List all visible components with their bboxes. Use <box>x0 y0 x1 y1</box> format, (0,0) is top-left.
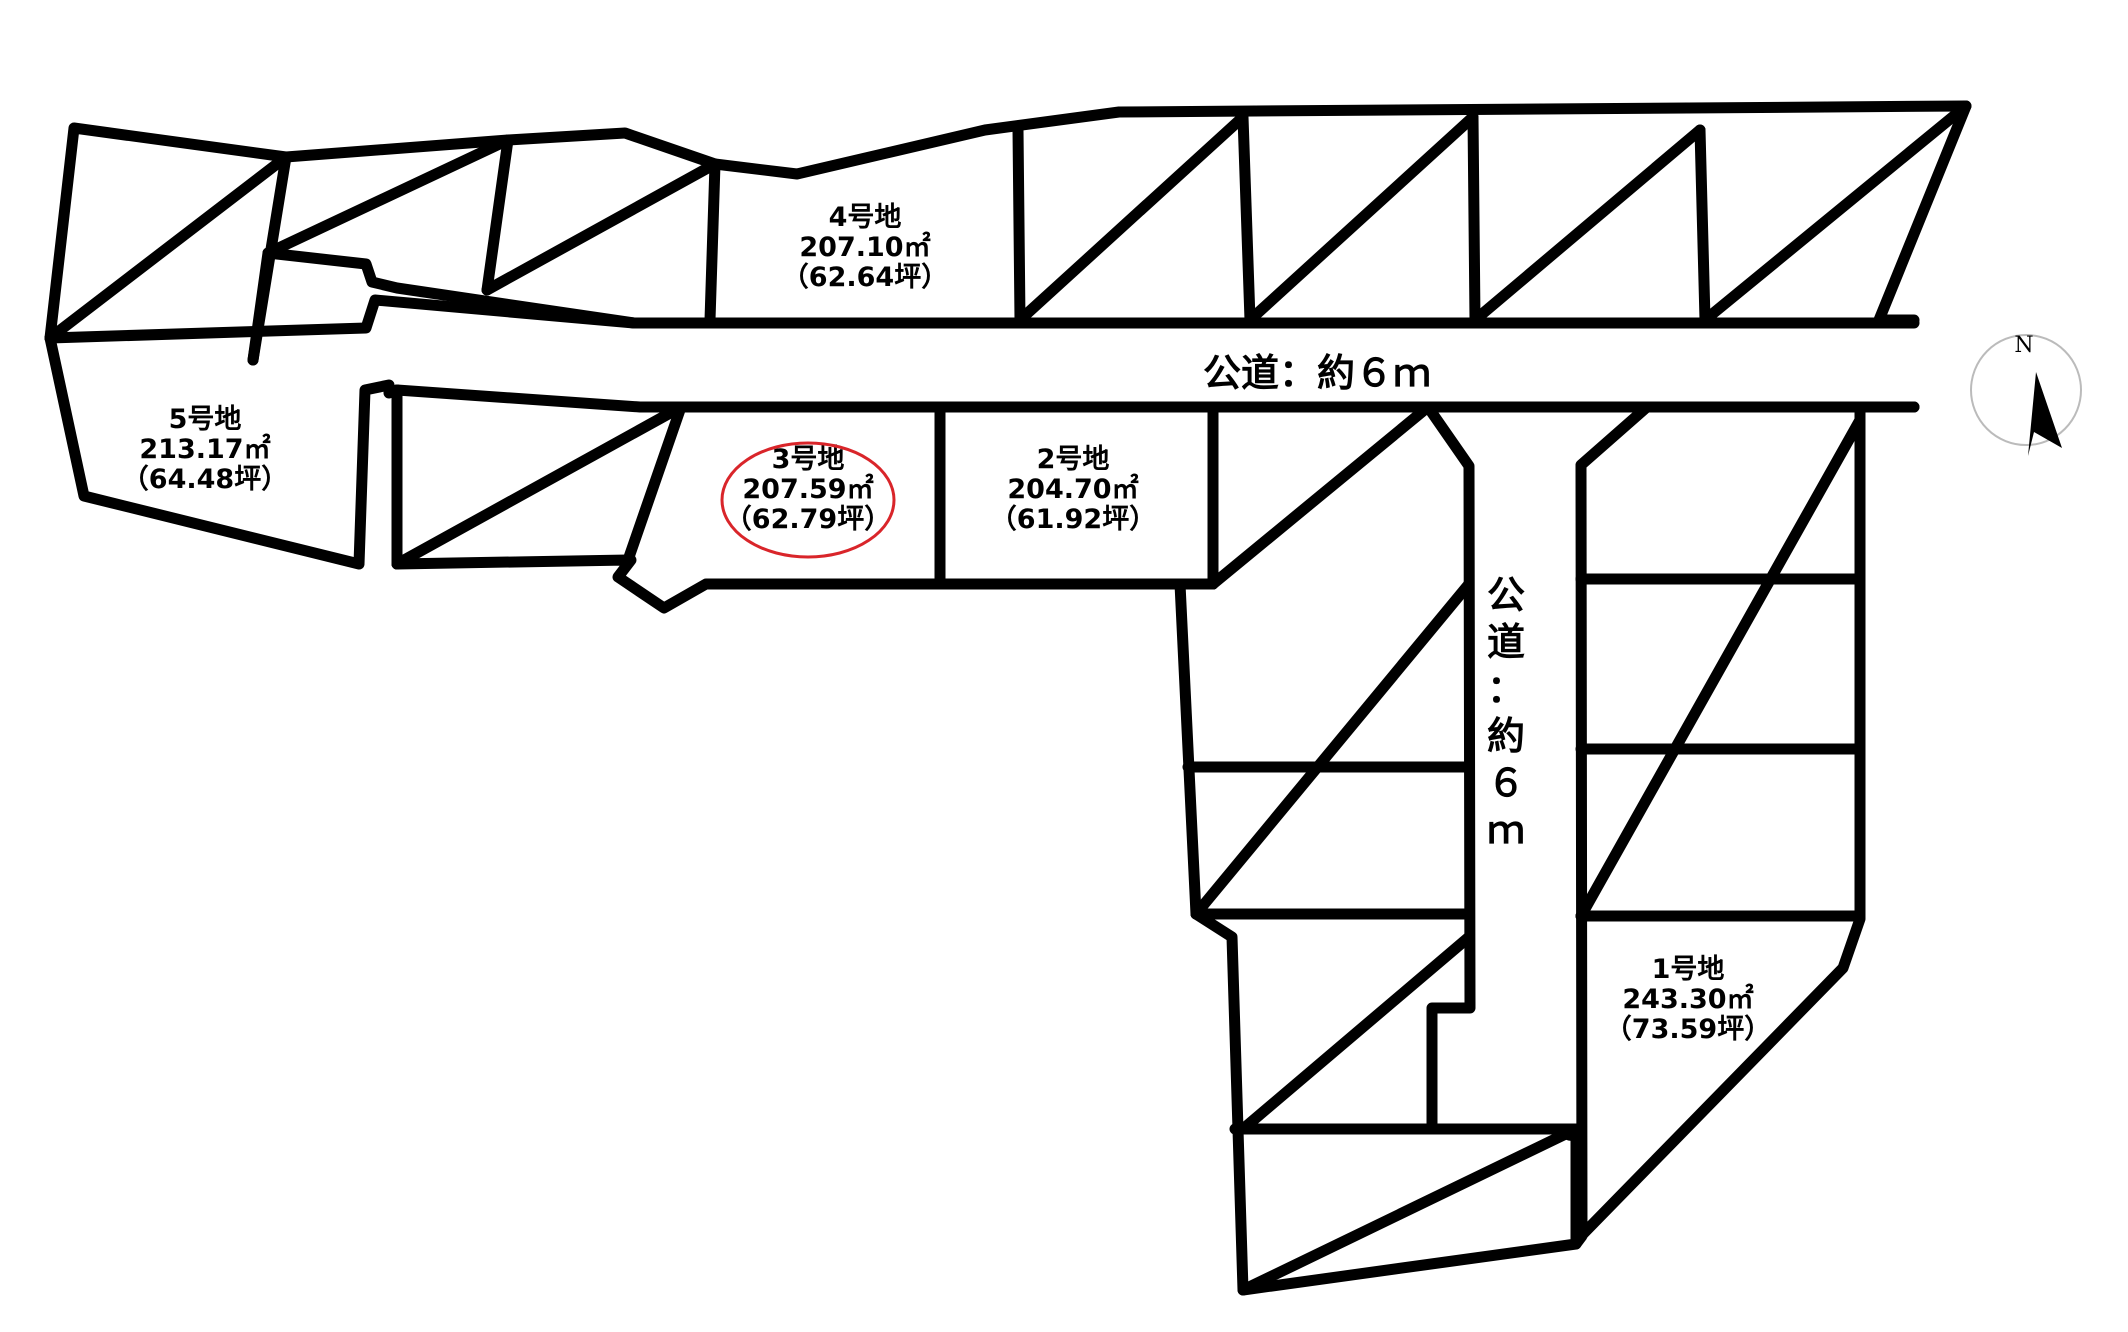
diagonal <box>1190 578 1475 920</box>
diagonal <box>1469 124 1706 326</box>
lot-3-west-edge <box>622 401 687 566</box>
lot-area: 243.30㎡ <box>1622 983 1753 1015</box>
north-arrow-icon <box>2028 372 2062 456</box>
lot-name: 1号地 <box>1652 954 1725 985</box>
road-label-char: 約 <box>1487 714 1525 758</box>
divider <box>1694 124 1711 326</box>
lot-dividers <box>247 111 1866 1135</box>
road-label-char: ｍ <box>1487 808 1525 852</box>
road-label-char: 道 <box>1487 620 1525 664</box>
compass-north-label: N <box>2014 333 2033 358</box>
diagonal <box>1575 414 1866 922</box>
lot-area: 204.70㎡ <box>1007 473 1138 505</box>
lot-area: 207.10㎡ <box>799 231 930 263</box>
diagonal <box>1699 100 1972 326</box>
divider <box>1012 124 1026 326</box>
lot-2-label: 2号地 204.70㎡ （61.92坪） <box>990 444 1156 535</box>
lot-name: 5号地 <box>169 404 242 435</box>
top-strip-outline <box>44 100 1972 344</box>
diagonal <box>1237 931 1475 1135</box>
lot-1-label: 1号地 243.30㎡ （73.59坪） <box>1605 954 1771 1045</box>
road-label-vertical: 公 道 ： 約 ６ ｍ <box>1487 573 1525 852</box>
lot-3-label: 3号地 207.59㎡ （62.79坪） <box>720 441 896 559</box>
diagonal <box>1244 111 1479 326</box>
lot-name: 4号地 <box>829 202 902 233</box>
divider <box>1467 111 1481 326</box>
center-road-west-edge <box>1422 401 1476 1135</box>
west-lot-outline <box>44 332 395 570</box>
diagonal <box>44 151 292 344</box>
divider <box>704 158 721 326</box>
lot-tsubo: （62.64坪） <box>782 262 948 293</box>
lot-name: 2号地 <box>1037 444 1110 475</box>
diagonal <box>262 134 514 259</box>
lot-boundaries <box>44 100 1972 1296</box>
divider <box>247 151 292 366</box>
lot-tsubo: （64.48坪） <box>122 464 288 495</box>
center-row-bottom <box>391 384 1219 614</box>
lot-4-label: 4号地 207.10㎡ （62.64坪） <box>782 202 948 293</box>
diagonal <box>391 401 687 570</box>
diagonal <box>481 158 721 296</box>
lot-tsubo: （73.59坪） <box>1605 1014 1771 1045</box>
lot-area: 213.17㎡ <box>139 433 270 465</box>
north-compass: N <box>1970 333 2082 456</box>
road-label-char: ： <box>1487 667 1525 711</box>
road-label-horizontal: 公道：約６ｍ <box>1203 351 1431 395</box>
east-block-outline <box>1174 578 1582 1296</box>
compass-ring <box>1970 334 2082 446</box>
diagonal <box>1237 1123 1582 1296</box>
lot-3-highlight-ring <box>720 441 896 559</box>
lot-1-outline <box>1575 401 1866 1242</box>
road-label-char: 公 <box>1487 573 1525 617</box>
diagonal <box>1207 401 1434 590</box>
divider <box>1237 111 1256 326</box>
lot-name: 3号地 <box>772 444 845 475</box>
road-label-char: ６ <box>1487 761 1525 805</box>
lot-area: 207.59㎡ <box>742 473 873 505</box>
center-row-outline <box>391 384 1920 413</box>
diagonal <box>1014 111 1249 326</box>
lot-5-label: 5号地 213.17㎡ （64.48坪） <box>122 404 288 495</box>
top-road-edge <box>44 294 1920 344</box>
lot-tsubo: （62.79坪） <box>725 504 891 535</box>
lot-tsubo: （61.92坪） <box>990 504 1156 535</box>
divider <box>481 134 514 296</box>
lot-diagonals <box>44 100 1972 1296</box>
